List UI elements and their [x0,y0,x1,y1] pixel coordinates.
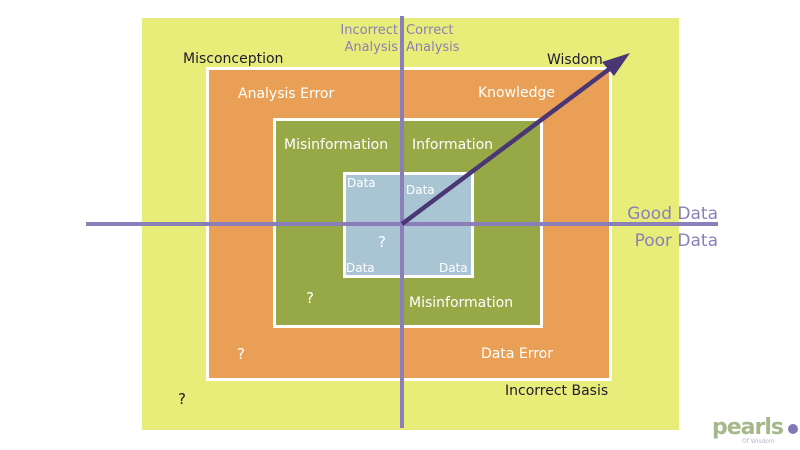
knowledge-label: Knowledge [478,85,555,101]
data-bottom-left-label: Data [346,261,375,275]
pearl-icon [788,424,798,434]
wisdom-label: Wisdom [547,52,603,68]
orange-question-mark: ? [237,345,245,363]
data-top-right-label: Data [406,183,435,197]
poor-data-label: Poor Data [634,231,718,251]
wisdom-arrow-head [602,53,630,76]
logo-tagline: Of Wisdom [742,438,775,445]
incorrect-analysis-header: Incorrect Analysis [340,23,398,55]
green-question-mark: ? [306,289,314,307]
information-label: Information [412,137,494,153]
good-data-label: Good Data [627,204,718,224]
data-error-label: Data Error [481,346,554,362]
logo-wordmark: pearls [712,415,784,440]
misconception-label: Misconception [183,51,284,67]
wisdom-arrow-shaft [400,62,618,226]
outer-question-mark: ? [178,390,186,408]
analysis-error-label: Analysis Error [238,86,335,102]
correct-analysis-header: Correct Analysis [406,23,460,55]
data-top-left-label: Data [347,176,376,190]
blue-question-mark: ? [378,233,386,251]
pearls-logo: pearls Of Wisdom [712,415,798,445]
misinformation-bottom-label: Misinformation [409,295,514,311]
data-bottom-right-label: Data [439,261,468,275]
incorrect-basis-label: Incorrect Basis [505,383,609,399]
misinformation-top-label: Misinformation [284,137,389,153]
